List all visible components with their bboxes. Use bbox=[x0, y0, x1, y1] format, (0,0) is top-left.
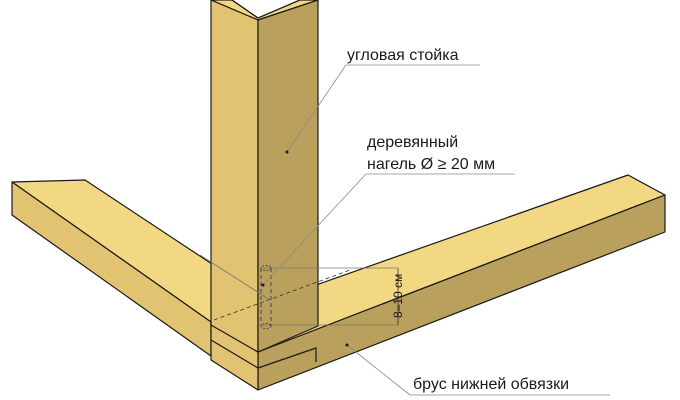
label-bottom-beam: брус нижней обвязки bbox=[413, 376, 569, 393]
leader-dots bbox=[261, 150, 349, 347]
leader-lines bbox=[262, 64, 610, 396]
hidden-lines bbox=[199, 254, 399, 329]
label-dowel-line1: деревянный bbox=[367, 134, 458, 151]
post-front-face bbox=[257, 0, 319, 353]
notch-line bbox=[257, 347, 317, 369]
label-corner-post: угловая стойка bbox=[347, 47, 459, 64]
post-top-edge bbox=[231, 0, 301, 19]
post-left-face bbox=[210, 0, 259, 353]
label-dowel-line2: нагель Ø ≥ 20 мм bbox=[367, 156, 495, 173]
left-beam-top bbox=[11, 179, 216, 323]
layer-line bbox=[210, 339, 259, 369]
dimension-label: 8–10 см bbox=[391, 274, 405, 318]
